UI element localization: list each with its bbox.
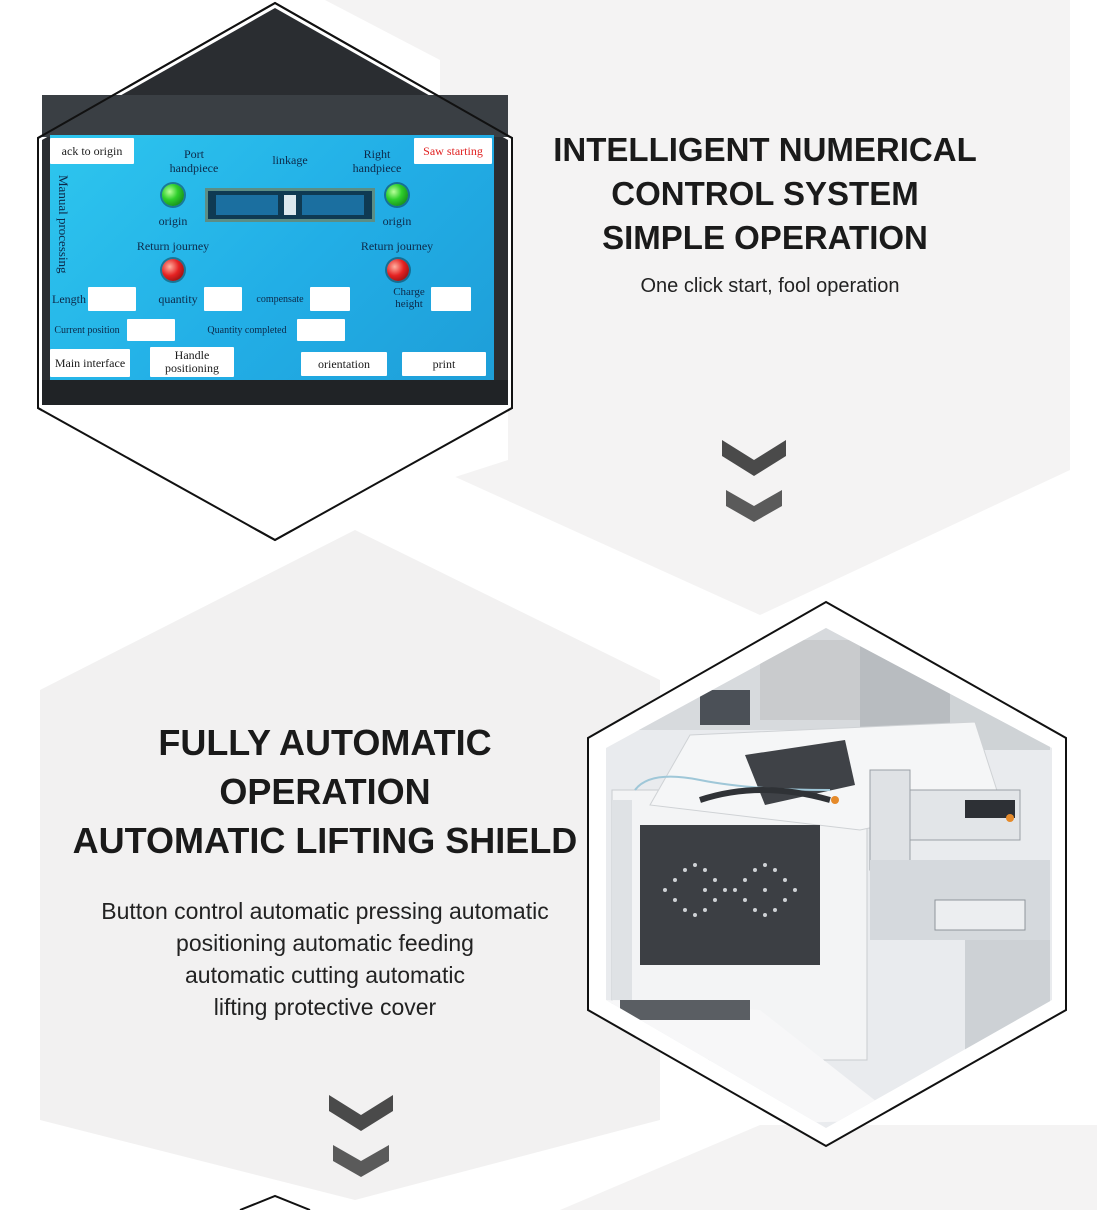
charge-height-input[interactable] xyxy=(431,287,471,311)
origin-left-label: origin xyxy=(158,214,188,228)
return-journey-left-label: Return journey xyxy=(136,239,210,253)
scroll-down-chevron-icon-2[interactable] xyxy=(327,1093,395,1179)
hexagon-frame-bottom-partial xyxy=(239,1194,311,1210)
handle-positioning-button[interactable]: Handle positioning xyxy=(150,347,234,377)
print-button[interactable]: print xyxy=(402,352,486,376)
bg-hexagon-bottom-right xyxy=(560,1125,1097,1210)
origin-right-label: origin xyxy=(382,214,412,228)
main-interface-button[interactable]: Main interface xyxy=(50,349,130,377)
section2-heading-line-2: OPERATION xyxy=(219,771,431,812)
scroll-down-chevron-icon[interactable] xyxy=(720,438,788,524)
right-return-indicator xyxy=(387,259,409,281)
quantity-completed-label: Quantity completed xyxy=(207,325,287,336)
manual-processing-label: Manual processing xyxy=(56,175,71,274)
back-to-origin-button[interactable]: ack to origin xyxy=(50,138,134,164)
section2-body-line-1: Button control automatic pressing automa… xyxy=(101,898,549,924)
compensate-label: compensate xyxy=(256,294,304,305)
compensate-input[interactable] xyxy=(310,287,350,311)
right-handpiece-label: Right handpiece xyxy=(352,147,402,175)
charge-height-label: Charge height xyxy=(393,286,425,310)
section2-body-line-4: lifting protective cover xyxy=(213,994,437,1020)
section1-heading-line-2: CONTROL SYSTEM xyxy=(611,175,919,212)
linkage-label: linkage xyxy=(272,153,308,167)
quantity-completed-input[interactable] xyxy=(297,319,345,341)
bg-hexagon-left xyxy=(40,530,660,1200)
saw-starting-button[interactable]: Saw starting xyxy=(414,138,492,164)
section2-heading-line-3: AUTOMATIC LIFTING SHIELD xyxy=(72,820,578,861)
section2-heading-line-1: FULLY AUTOMATIC xyxy=(158,722,492,763)
port-return-indicator xyxy=(162,259,184,281)
quantity-label: quantity xyxy=(158,292,198,306)
section1-subtitle: One click start, fool operation xyxy=(640,275,900,297)
port-handpiece-label: Port handpiece xyxy=(169,147,219,175)
section2-body: Button control automatic pressing automa… xyxy=(60,895,590,1023)
return-journey-right-label: Return journey xyxy=(360,239,434,253)
right-origin-indicator xyxy=(386,184,408,206)
length-label: Length xyxy=(52,292,86,306)
length-input[interactable] xyxy=(88,287,136,311)
current-position-input[interactable] xyxy=(127,319,175,341)
port-origin-indicator xyxy=(162,184,184,206)
section2-body-line-2: positioning automatic feeding xyxy=(176,930,474,956)
section2-body-line-3: automatic cutting automatic xyxy=(185,962,465,988)
section2-heading: FULLY AUTOMATIC OPERATION AUTOMATIC LIFT… xyxy=(60,718,590,865)
hmi-touch-screen: ack to origin Port handpiece linkage Rig… xyxy=(50,135,494,380)
section1-heading: INTELLIGENT NUMERICAL CONTROL SYSTEM SIM… xyxy=(540,128,990,260)
section1-heading-line-3: SIMPLE OPERATION xyxy=(602,219,928,256)
linkage-display xyxy=(205,188,375,222)
orientation-button[interactable]: orientation xyxy=(301,352,387,376)
quantity-input[interactable] xyxy=(204,287,242,311)
section1-heading-line-1: INTELLIGENT NUMERICAL xyxy=(553,131,977,168)
current-position-label: Current position xyxy=(54,325,120,336)
